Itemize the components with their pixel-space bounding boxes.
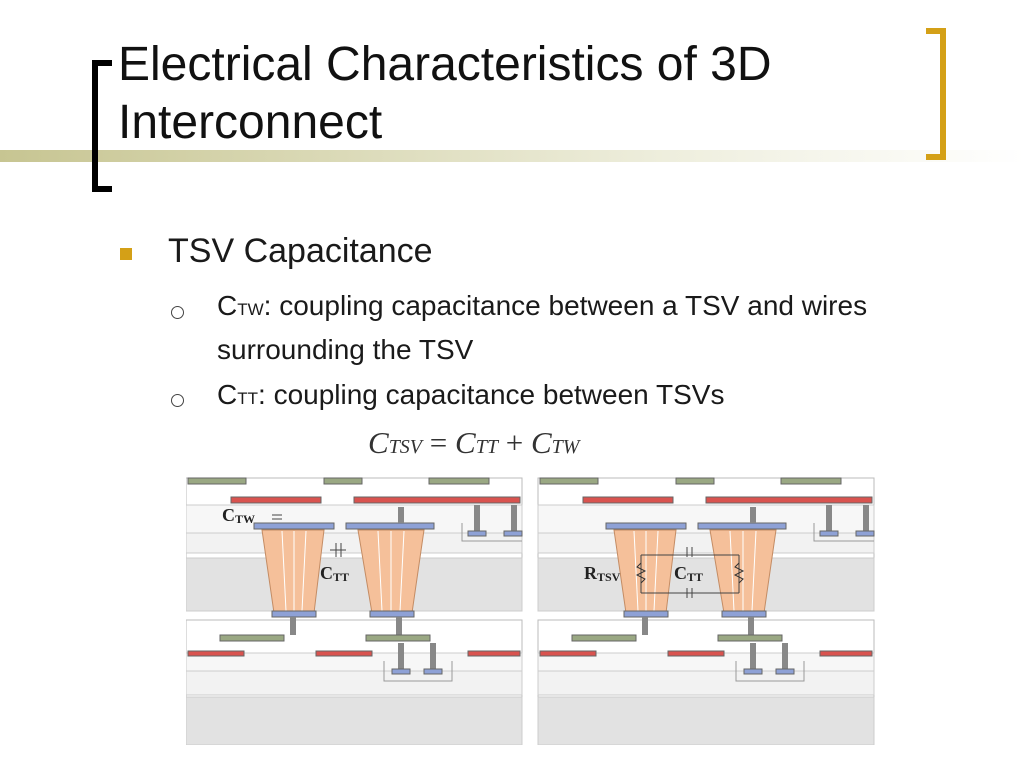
ctt-description: : coupling capacitance between TSVs bbox=[258, 379, 725, 410]
resistor-zigzag-left bbox=[635, 562, 647, 584]
formula-ctt: C bbox=[455, 425, 476, 460]
formula-ctsv-sub: TSV bbox=[388, 436, 423, 458]
formula-ctsv: C bbox=[368, 425, 389, 460]
formula-ctw: C bbox=[530, 425, 552, 460]
label-ctw: CTW bbox=[222, 505, 255, 526]
tsv-capacitance-diagram: CTW CTT RTSV CTT bbox=[186, 477, 875, 745]
formula-plus: + bbox=[497, 425, 531, 460]
capacitance-formula: CTSV = CTT + CTW bbox=[368, 425, 579, 461]
ctw-subscript: TW bbox=[237, 300, 264, 319]
formula-ctw-sub: TW bbox=[551, 436, 580, 458]
ring-bullet-icon bbox=[171, 306, 184, 319]
formula-equals: = bbox=[422, 425, 456, 460]
label-ctt-right: CTT bbox=[674, 563, 703, 584]
sub-bullet-ctw: CTW: coupling capacitance between a TSV … bbox=[217, 286, 937, 370]
ring-bullet-icon bbox=[171, 394, 184, 407]
bullet-tsv-capacitance: TSV Capacitance bbox=[168, 232, 433, 270]
ctw-symbol: C bbox=[217, 290, 238, 321]
resistor-zigzag-right bbox=[733, 562, 745, 584]
tsv-panel-right bbox=[537, 477, 875, 745]
ctt-symbol: C bbox=[217, 379, 238, 410]
ctt-subscript: TT bbox=[237, 389, 259, 408]
square-bullet-icon bbox=[120, 248, 132, 260]
formula-ctt-sub: TT bbox=[475, 436, 498, 458]
label-ctt-left: CTT bbox=[320, 563, 349, 584]
ctw-description: : coupling capacitance between a TSV and… bbox=[217, 290, 868, 365]
left-bracket-decoration bbox=[92, 60, 112, 192]
sub-bullet-ctt: CTT: coupling capacitance between TSVs bbox=[217, 375, 937, 419]
label-rtsv: RTSV bbox=[584, 563, 621, 584]
title-band bbox=[0, 150, 1024, 162]
slide-title: Electrical Characteristics of 3D Interco… bbox=[118, 38, 772, 149]
right-bracket-decoration bbox=[926, 28, 946, 160]
